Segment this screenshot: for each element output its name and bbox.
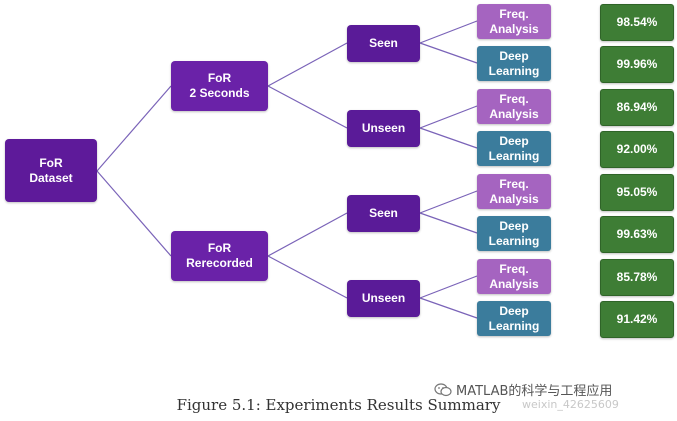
split-node-seen: Seen: [347, 25, 420, 62]
watermark: MATLAB的科学与工程应用: [434, 380, 612, 399]
condition-node-2-seconds: FoR 2 Seconds: [171, 61, 268, 111]
result-node: 91.42%: [600, 301, 674, 338]
edge-2s-seen: [267, 42, 348, 87]
watermark-subtext: weixin_42625609: [522, 398, 619, 411]
edge-seen-freq: [419, 190, 478, 214]
edge-root-rerecorded: [96, 170, 172, 257]
split-node-unseen: Unseen: [347, 280, 420, 317]
result-node: 95.05%: [600, 174, 674, 211]
edge-rerecorded-seen: [267, 212, 348, 257]
result-node: 85.78%: [600, 259, 674, 296]
method-node-deep-learning: Deep Learning: [477, 216, 551, 251]
method-node-freq-analysis: Freq. Analysis: [477, 174, 551, 209]
edge-2s-unseen: [267, 85, 348, 129]
watermark-text: MATLAB的科学与工程应用: [456, 384, 613, 399]
edge-unseen-deep: [419, 297, 478, 319]
edge-unseen-freq: [419, 275, 478, 299]
method-node-freq-analysis: Freq. Analysis: [477, 89, 551, 124]
result-node: 92.00%: [600, 131, 674, 168]
method-node-deep-learning: Deep Learning: [477, 131, 551, 166]
method-node-deep-learning: Deep Learning: [477, 46, 551, 81]
edge-seen-freq: [419, 20, 478, 44]
result-node: 86.94%: [600, 89, 674, 126]
edge-seen-deep: [419, 212, 478, 234]
edge-unseen-freq: [419, 105, 478, 129]
edge-seen-deep: [419, 42, 478, 64]
split-node-seen: Seen: [347, 195, 420, 232]
edge-unseen-deep: [419, 127, 478, 149]
split-node-unseen: Unseen: [347, 110, 420, 147]
figure-caption: Figure 5.1: Experiments Results Summary: [176, 396, 501, 414]
method-node-deep-learning: Deep Learning: [477, 301, 551, 336]
wechat-logo-icon: [434, 382, 452, 396]
condition-node-rerecorded: FoR Rerecorded: [171, 231, 268, 281]
edge-root-2s: [96, 85, 172, 172]
method-node-freq-analysis: Freq. Analysis: [477, 259, 551, 294]
method-node-freq-analysis: Freq. Analysis: [477, 4, 551, 39]
result-node: 99.63%: [600, 216, 674, 253]
edge-rerecorded-unseen: [267, 255, 348, 299]
result-node: 98.54%: [600, 4, 674, 41]
result-node: 99.96%: [600, 46, 674, 83]
root-node-dataset: FoR Dataset: [5, 139, 97, 202]
